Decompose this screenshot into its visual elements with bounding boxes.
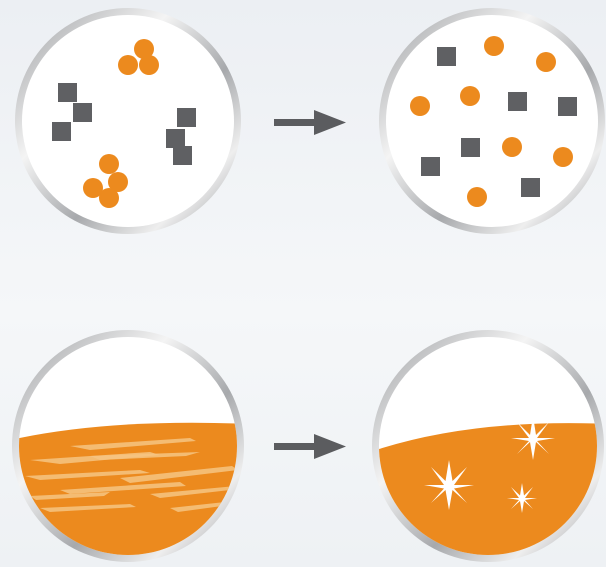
- orange-particle: [502, 137, 522, 157]
- sparkle-icon: [507, 483, 537, 513]
- dish-sparkling-liquid: [372, 330, 604, 562]
- sparkle-icon: [511, 416, 555, 460]
- orange-cluster-bottom: [83, 154, 128, 208]
- orange-particle: [467, 187, 487, 207]
- gray-particle: [508, 92, 527, 111]
- orange-cluster-top: [118, 39, 159, 75]
- orange-particle: [99, 188, 119, 208]
- orange-particle: [83, 178, 103, 198]
- gray-particle: [437, 47, 456, 66]
- orange-particle: [118, 55, 138, 75]
- gray-particle: [166, 129, 185, 148]
- gray-cluster-left: [52, 83, 92, 141]
- gray-cluster-right: [166, 108, 196, 165]
- streaks: [25, 438, 237, 512]
- right-arrow-icon: [274, 434, 346, 459]
- dish-clustered: [15, 8, 241, 234]
- orange-particle: [139, 55, 159, 75]
- orange-particle: [410, 96, 430, 116]
- gray-particle: [52, 122, 71, 141]
- right-arrow-icon: [274, 110, 346, 135]
- gray-particle: [558, 97, 577, 116]
- gray-particle: [58, 83, 77, 102]
- gray-particle: [73, 103, 92, 122]
- orange-particle: [484, 36, 504, 56]
- orange-particle: [134, 39, 154, 59]
- orange-particle: [536, 52, 556, 72]
- gray-particle: [177, 108, 196, 127]
- dish-streaky-liquid: [12, 330, 244, 562]
- orange-particle: [553, 147, 573, 167]
- gray-particle: [421, 157, 440, 176]
- orange-particle: [460, 86, 480, 106]
- dish-interior: [22, 15, 234, 227]
- liquid: [379, 423, 597, 555]
- sparkle-icon: [424, 460, 474, 510]
- orange-particle: [99, 154, 119, 174]
- dish-dispersed: [379, 8, 605, 234]
- gray-particle: [173, 146, 192, 165]
- gray-particle: [461, 138, 480, 157]
- orange-particle: [108, 172, 128, 192]
- gray-particle: [521, 178, 540, 197]
